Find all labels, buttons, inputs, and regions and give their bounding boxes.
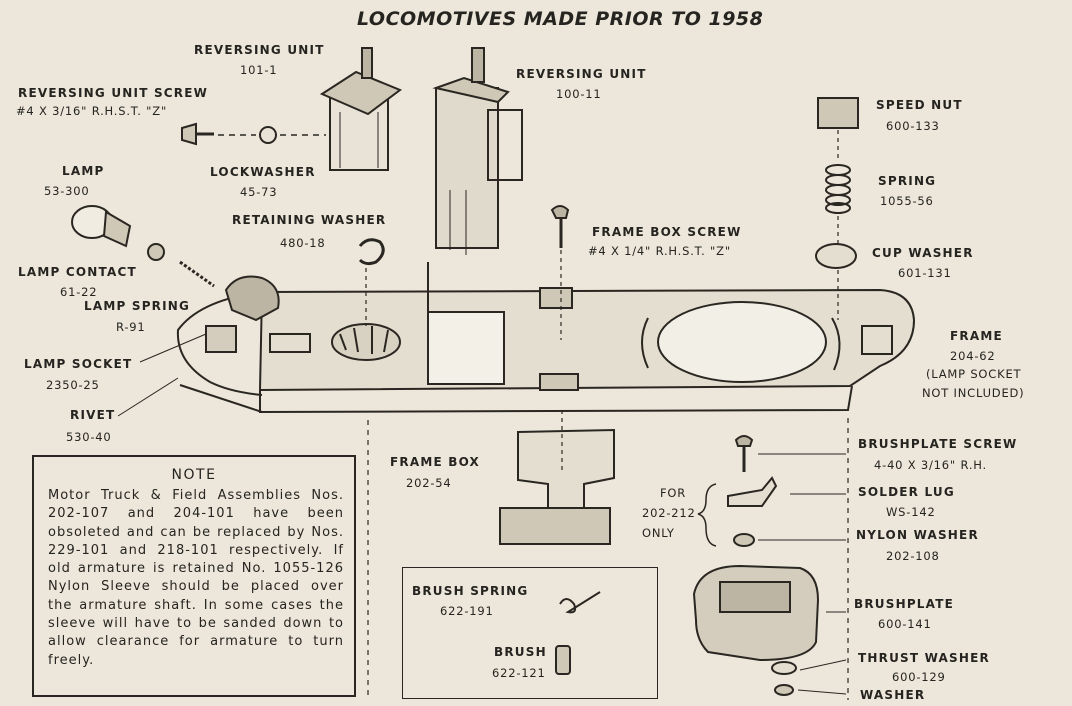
brush-spring-shape xyxy=(559,591,601,614)
frame-oval-slot xyxy=(657,301,827,383)
brush-box xyxy=(402,567,658,699)
retaining-washer-number: 480-18 xyxy=(280,236,326,250)
cup-washer-number: 601-131 xyxy=(898,266,952,280)
frame-box-screw-label: FRAME BOX SCREW xyxy=(592,225,742,239)
brushplate-screw-number: 4-40 X 3/16" R.H. xyxy=(874,458,987,472)
reversing-unit-screw-number: #4 X 3/16" R.H.S.T. "Z" xyxy=(16,104,168,118)
reversing-unit-101-shape xyxy=(319,47,403,171)
page-title: LOCOMOTIVES MADE PRIOR TO 1958 xyxy=(357,8,764,30)
lamp-shape xyxy=(71,205,132,248)
brush-number: 622-121 xyxy=(492,666,546,680)
lamp-label: LAMP xyxy=(62,164,105,178)
reversing-unit-101-number: 101-1 xyxy=(240,63,278,77)
frame-box-shape xyxy=(499,410,615,545)
frame-label: FRAME xyxy=(950,329,1003,343)
nylon-washer-number: 202-108 xyxy=(886,549,940,563)
thrust-washer-number: 600-129 xyxy=(892,670,946,684)
brushplate-number: 600-141 xyxy=(878,617,932,631)
frame-box-label: FRAME BOX xyxy=(390,455,481,469)
solder-lug-shape xyxy=(727,476,778,507)
lamp-socket-shape xyxy=(224,275,280,322)
lockwasher-shape xyxy=(259,126,277,144)
spring-label: SPRING xyxy=(878,174,937,188)
brushplate-shape xyxy=(692,564,820,662)
rivet-label: RIVET xyxy=(70,408,116,422)
for-only-line1: FOR xyxy=(660,486,687,500)
rivet-number: 530-40 xyxy=(66,430,112,444)
washer-label: WASHER xyxy=(860,688,926,702)
speed-nut-shape xyxy=(817,97,859,129)
lamp-spring-shape xyxy=(179,260,215,288)
spring-shape xyxy=(825,164,851,214)
speed-nut-number: 600-133 xyxy=(886,119,940,133)
thrust-washer-label: THRUST WASHER xyxy=(858,651,990,665)
frame-box-screw-number: #4 X 1/4" R.H.S.T. "Z" xyxy=(588,244,731,258)
speed-nut-label: SPEED NUT xyxy=(876,98,963,112)
lockwasher-number: 45-73 xyxy=(240,185,278,199)
brushplate-label: BRUSHPLATE xyxy=(854,597,954,611)
frame-number: 204-62 xyxy=(950,349,996,363)
lamp-socket-label: LAMP SOCKET xyxy=(24,357,133,371)
brush-spring-label: BRUSH SPRING xyxy=(412,584,529,598)
brushplate-screw-shape xyxy=(734,435,754,447)
frame-box-screw-shape xyxy=(550,205,570,219)
note-title: NOTE xyxy=(171,467,217,483)
reversing-unit-100-label: REVERSING UNIT xyxy=(516,67,647,81)
brush-shape xyxy=(555,645,571,675)
frame-box-opening xyxy=(427,311,505,385)
brush-spring-number: 622-191 xyxy=(440,604,494,618)
note-box: NOTE Motor Truck & Field Assemblies Nos.… xyxy=(32,455,356,697)
reversing-unit-screw-shape xyxy=(181,122,197,146)
lockwasher-label: LOCKWASHER xyxy=(210,165,316,179)
for-only-line3: ONLY xyxy=(642,526,675,540)
frame-note-line2: NOT INCLUDED) xyxy=(922,386,1025,400)
spring-number: 1055-56 xyxy=(880,194,934,208)
solder-lug-number: WS-142 xyxy=(886,505,936,519)
lamp-contact-label: LAMP CONTACT xyxy=(18,265,137,279)
lamp-socket-number: 2350-25 xyxy=(46,378,100,392)
nylon-washer-label: NYLON WASHER xyxy=(856,528,979,542)
retaining-washer-label: RETAINING WASHER xyxy=(232,213,387,227)
nylon-washer-shape xyxy=(733,533,755,547)
lamp-contact-number: 61-22 xyxy=(60,285,98,299)
thrust-washer-shape xyxy=(771,661,797,675)
brush-label: BRUSH xyxy=(494,645,547,659)
retaining-washer-shape xyxy=(358,238,385,266)
frame-note-line1: (LAMP SOCKET xyxy=(926,367,1022,381)
reversing-unit-100-shape xyxy=(432,47,523,255)
cup-washer-shape xyxy=(815,243,857,269)
lamp-number: 53-300 xyxy=(44,184,90,198)
reversing-unit-100-number: 100-11 xyxy=(556,87,602,101)
for-only-line2: 202-212 xyxy=(642,506,696,520)
cup-washer-label: CUP WASHER xyxy=(872,246,974,260)
washer-shape xyxy=(774,684,794,696)
frame-edge xyxy=(259,385,853,414)
lamp-contact-shape xyxy=(147,243,165,261)
reversing-unit-101-label: REVERSING UNIT xyxy=(194,43,325,57)
frame-box-number: 202-54 xyxy=(406,476,452,490)
solder-lug-label: SOLDER LUG xyxy=(858,485,955,499)
note-body: Motor Truck & Field Assemblies Nos. 202-… xyxy=(48,488,344,668)
lamp-spring-number: R-91 xyxy=(116,320,146,334)
brushplate-screw-label: BRUSHPLATE SCREW xyxy=(858,437,1018,451)
lamp-spring-label: LAMP SPRING xyxy=(84,299,191,313)
frame-front-curve xyxy=(176,291,263,396)
reversing-unit-screw-label: REVERSING UNIT SCREW xyxy=(18,86,209,100)
